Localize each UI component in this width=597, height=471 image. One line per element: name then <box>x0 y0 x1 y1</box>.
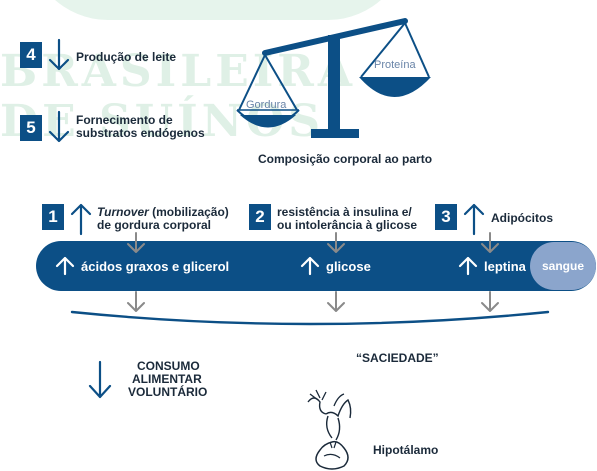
proteina-label: Proteína <box>374 59 416 71</box>
adipocitos-label: Adipócitos <box>491 211 553 225</box>
blood-band <box>36 241 596 291</box>
resistencia-label-2: ou intolerância à glicose <box>277 218 418 232</box>
gray-arrow-down-icon <box>327 232 345 253</box>
fornecimento-label-2: substratos endógenos <box>76 126 205 140</box>
number-badge-3: 3 <box>435 204 457 230</box>
scale-caption: Composição corporal ao parto <box>258 152 433 166</box>
arrow-up-white-icon <box>55 256 75 276</box>
number-badge-1: 1 <box>42 204 64 230</box>
producao-leite-label: Produção de leite <box>76 50 177 64</box>
hipotalamo-label: Hipotálamo <box>373 443 439 457</box>
arrow-up-white-icon <box>458 256 478 276</box>
consumo-line-2: ALIMENTAR <box>132 372 202 386</box>
turnover-label-2: de gordura corporal <box>97 218 212 232</box>
resistencia-label-1: resistência à insulina e/ <box>277 205 412 219</box>
gray-arrow-down-icon <box>481 291 499 312</box>
number-badge-2: 2 <box>249 204 271 230</box>
turnover-rest: (mobilização) <box>148 205 229 219</box>
turnover-label-1: Turnover (mobilização) <box>97 206 229 219</box>
gray-arrow-down-icon <box>327 291 345 312</box>
sangue-label: sangue <box>530 242 596 290</box>
leptina-label: leptina <box>484 259 526 274</box>
consumo-line-3: VOLUNTÁRIO <box>128 385 208 399</box>
arrow-up-white-icon <box>300 256 320 276</box>
summation-brace <box>70 310 550 326</box>
glicose-label: glicose <box>326 259 371 274</box>
gray-arrow-down-icon <box>481 232 499 253</box>
gray-arrow-down-icon <box>127 232 145 253</box>
hypothalamus-drawing-icon <box>307 389 352 470</box>
arrow-down-icon <box>88 360 112 399</box>
number-badge-4: 4 <box>20 42 42 68</box>
acidos-graxos-label: ácidos graxos e glicerol <box>81 259 230 274</box>
arrow-down-icon <box>48 38 70 71</box>
turnover-italic: Turnover <box>97 205 149 219</box>
saciedade-label: “SACIEDADE” <box>356 351 439 365</box>
arrow-up-icon <box>463 203 485 236</box>
gray-arrow-down-icon <box>127 291 145 312</box>
balance-scale-icon <box>236 18 431 138</box>
consumo-line-1: CONSUMO <box>137 359 200 373</box>
gordura-label: Gordura <box>246 99 287 111</box>
arrow-down-icon <box>48 110 70 143</box>
arrow-up-icon <box>70 203 92 236</box>
watermark-logo <box>28 0 408 20</box>
number-badge-5: 5 <box>20 115 42 141</box>
fornecimento-label-1: Fornecimento de <box>76 113 173 127</box>
